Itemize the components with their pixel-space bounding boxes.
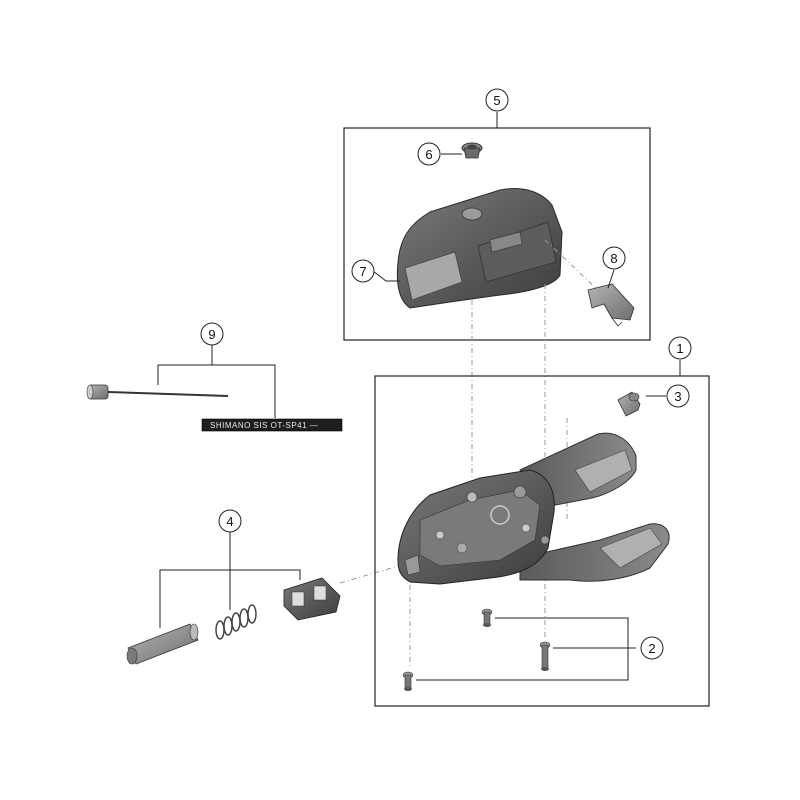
indicator-clip — [587, 283, 635, 327]
cover-assembly-group — [343, 112, 651, 341]
align-line-spring — [339, 564, 403, 584]
callout-1: 1 — [668, 336, 692, 360]
callout-8: 8 — [602, 246, 626, 270]
svg-text:1: 1 — [676, 341, 683, 356]
svg-text:4: 4 — [226, 514, 233, 529]
lever-body-group — [374, 360, 710, 707]
callout-2: 2 — [640, 636, 664, 660]
cable-housing: SHIMANO SIS OT-SP41 — — [201, 418, 343, 432]
callout-4: 4 — [218, 509, 242, 533]
callout-5: 5 — [485, 88, 509, 112]
svg-text:8: 8 — [610, 251, 617, 266]
adjuster-set-group — [126, 532, 341, 665]
body-screw-c — [402, 671, 414, 691]
barrel-adjuster — [617, 391, 641, 417]
svg-text:3: 3 — [674, 389, 681, 404]
shift-lever-pad — [599, 527, 663, 569]
coil-spring — [215, 604, 257, 640]
lever-body-box — [374, 375, 710, 707]
cable-print: SHIMANO SIS OT-SP41 — — [210, 421, 318, 430]
inner-cable-group: SHIMANO SIS OT-SP41 — — [86, 345, 343, 432]
svg-text:7: 7 — [359, 264, 366, 279]
body-screw-a — [481, 608, 493, 627]
svg-text:9: 9 — [208, 327, 215, 342]
cover-part — [396, 188, 563, 309]
callout-7-leader — [372, 270, 400, 282]
release-lever-pad — [574, 449, 633, 493]
svg-text:2: 2 — [648, 641, 655, 656]
cover-screw — [461, 142, 483, 159]
callout-8-leader — [607, 269, 615, 289]
callout-2-bracket — [416, 617, 629, 681]
callout-4-bracket — [159, 546, 301, 628]
guide-pin — [126, 623, 199, 665]
body-screw-b — [539, 641, 551, 671]
callout-9: 9 — [200, 322, 224, 346]
mechanism-plate — [419, 489, 541, 567]
cable-end-nipple — [86, 384, 109, 400]
inner-cable-wire — [107, 391, 229, 397]
svg-text:6: 6 — [425, 147, 432, 162]
callout-3: 3 — [666, 384, 690, 408]
callout-7: 7 — [351, 259, 375, 283]
spring-holder — [283, 577, 341, 621]
callout-6: 6 — [417, 142, 441, 166]
svg-text:5: 5 — [493, 93, 500, 108]
callout-9-bracket — [157, 364, 276, 418]
clip-axis-line — [544, 239, 601, 293]
